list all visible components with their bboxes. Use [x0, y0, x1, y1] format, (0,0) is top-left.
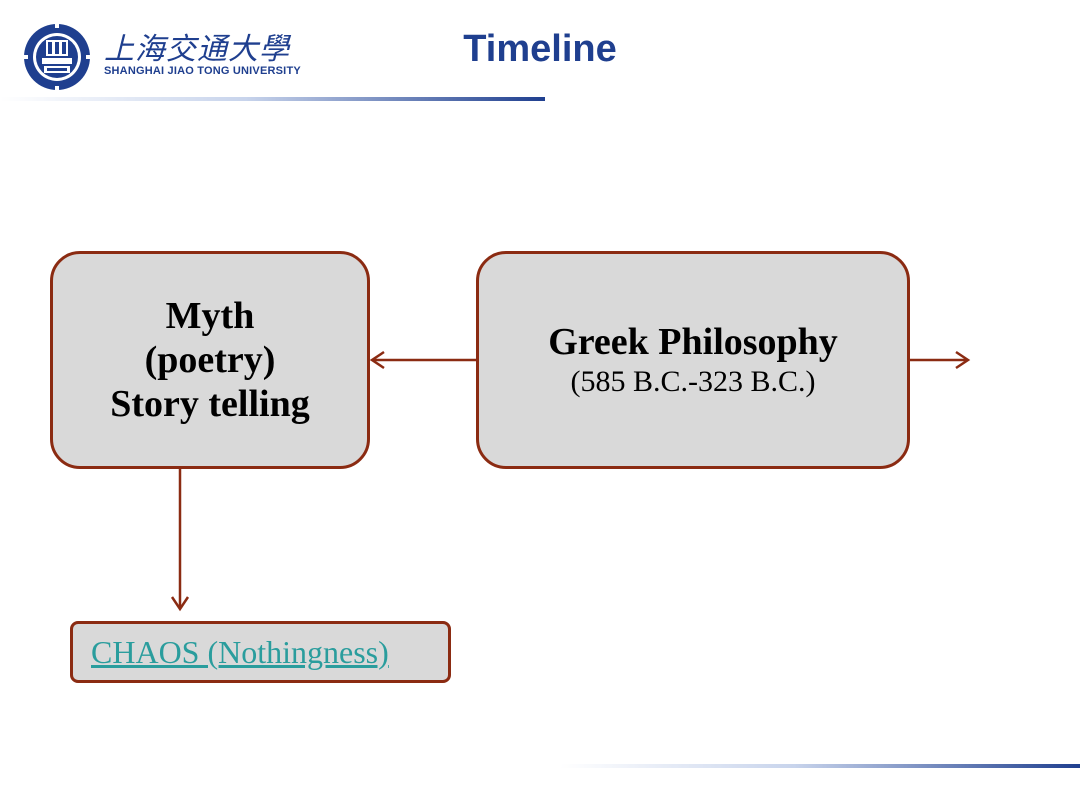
university-name-chinese: 上海交通大學	[104, 32, 290, 67]
greek-philosophy-box: Greek Philosophy (585 B.C.-323 B.C.)	[476, 251, 910, 469]
header-divider	[0, 97, 545, 101]
footer-divider	[560, 764, 1080, 768]
university-logo-icon	[22, 22, 92, 92]
chaos-link[interactable]: CHAOS (Nothingness)	[91, 633, 389, 670]
story-telling-label: Story telling	[110, 383, 310, 425]
greek-philosophy-label: Greek Philosophy	[548, 321, 838, 363]
myth-label: Myth	[165, 295, 255, 337]
myth-box: Myth (poetry) Story telling	[50, 251, 370, 469]
slide-title: Timeline	[463, 28, 617, 70]
chaos-box: CHAOS (Nothingness)	[70, 621, 451, 683]
university-name-english: SHANGHAI JIAO TONG UNIVERSITY	[104, 65, 301, 77]
poetry-label: (poetry)	[144, 339, 276, 381]
greek-philosophy-dates: (585 B.C.-323 B.C.)	[570, 365, 816, 398]
